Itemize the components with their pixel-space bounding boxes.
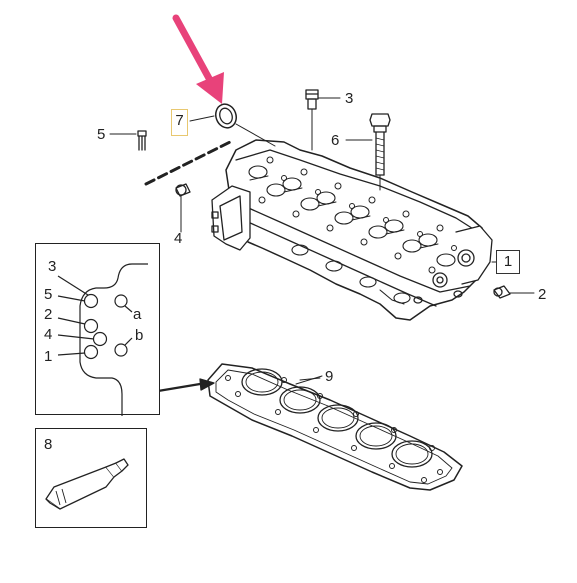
seq-label-2: 2 (44, 306, 53, 323)
bolt-5 (109, 130, 147, 151)
sealant-detail: 8 (35, 428, 147, 528)
callout-1: 1 (496, 250, 520, 274)
sealant-tube-icon (45, 458, 129, 510)
bolt-hole-5 (83, 293, 99, 309)
seq-label-b: b (135, 327, 144, 344)
bolt-6 (345, 113, 391, 191)
callout-5: 5 (97, 126, 106, 143)
seq-label-5: 5 (44, 286, 53, 303)
seal-ring (189, 103, 276, 147)
cylinder-head (211, 139, 493, 321)
bolt-sequence-detail: 3 5 2 4 1 a b (35, 243, 160, 416)
seq-label-3: 3 (48, 258, 57, 275)
callout-4: 4 (174, 230, 183, 247)
callout-2: 2 (538, 286, 547, 303)
callout-7: 7 (171, 109, 188, 136)
bolt-hole-4 (92, 331, 108, 347)
callout-9: 9 (325, 368, 334, 385)
head-gasket (207, 363, 463, 491)
bolt-hole-2 (83, 318, 99, 334)
bolt-hole-a (114, 294, 128, 308)
seq-label-a: a (133, 306, 142, 323)
dowel-4 (175, 183, 191, 233)
dowel-2 (493, 285, 535, 299)
callout-3: 3 (345, 90, 354, 107)
seq-label-4: 4 (44, 326, 53, 343)
seq-label-1: 1 (44, 348, 53, 365)
bolt-hole-1 (83, 344, 99, 360)
callout-8: 8 (44, 436, 53, 453)
highlight-arrow (172, 14, 224, 104)
detail-pointer-arrow (156, 378, 215, 393)
alignment-dashed-line (144, 140, 232, 186)
callout-6: 6 (331, 132, 340, 149)
bolt-hole-b (114, 343, 128, 357)
bolt-3 (305, 89, 341, 151)
head-section-outline (79, 263, 148, 416)
